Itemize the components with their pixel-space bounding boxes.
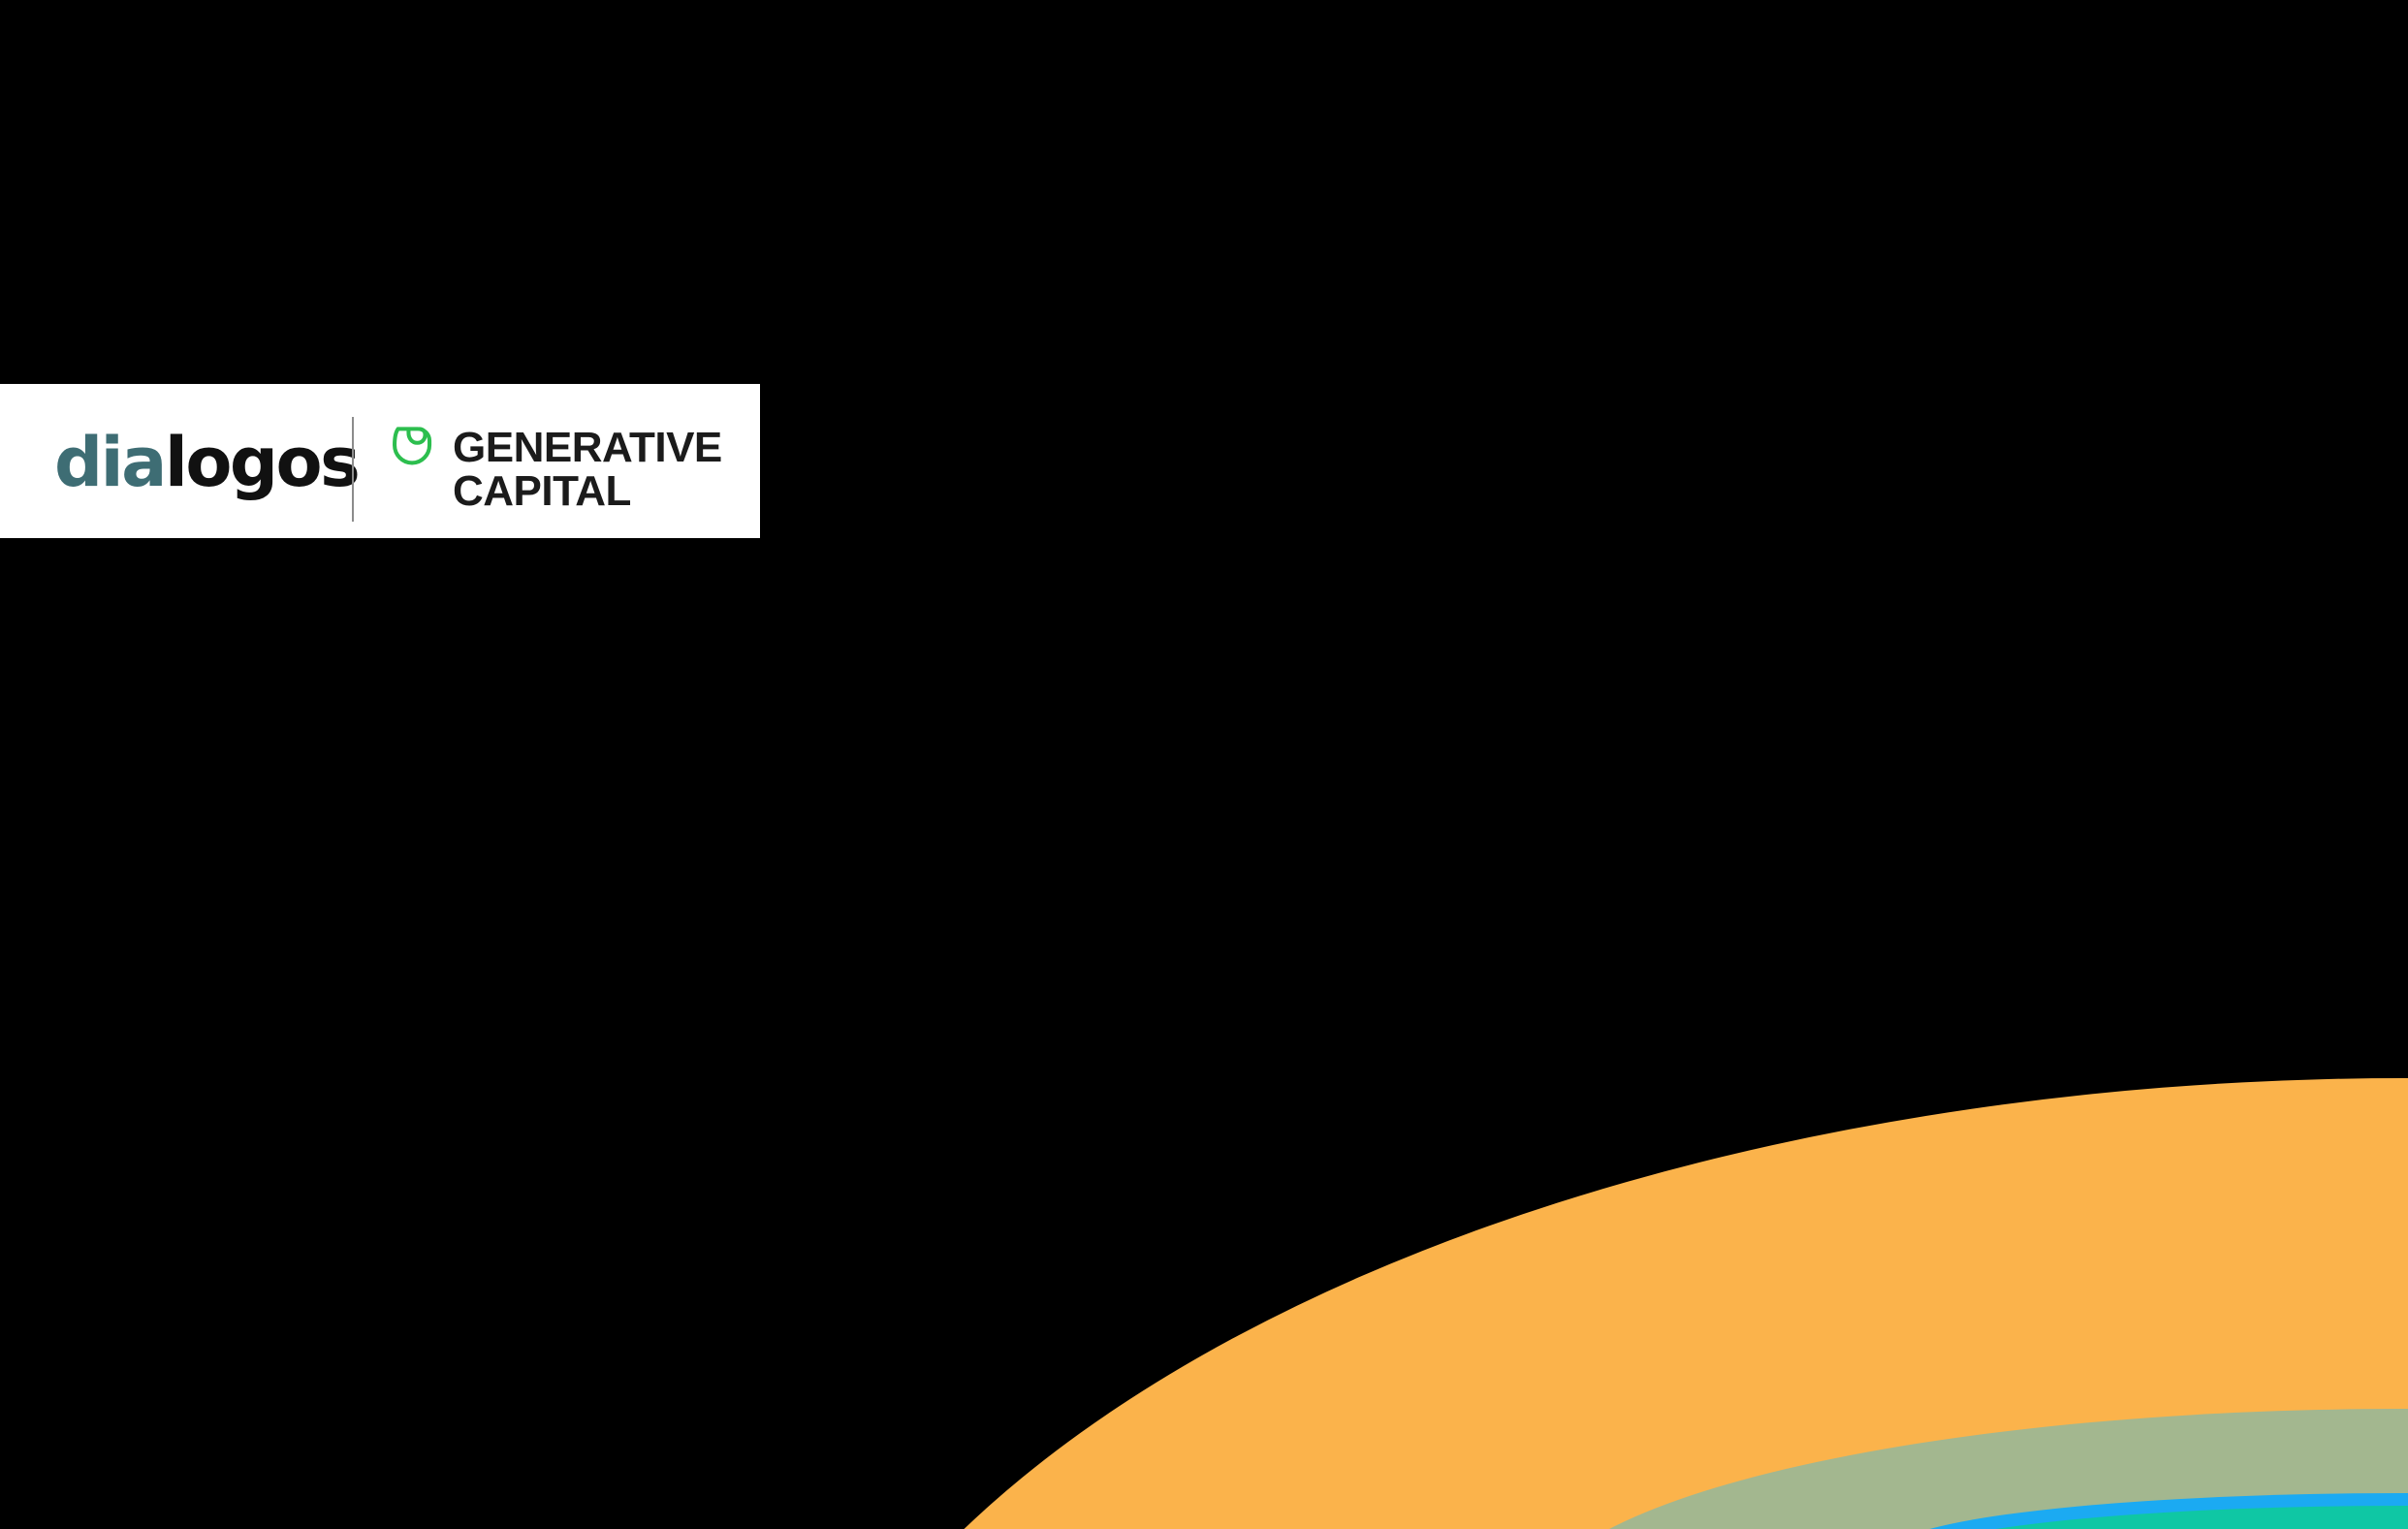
wordmark-prefix: dia [54,423,167,502]
logo-card: dialogos GENERATIVE CAPITAL [0,384,760,538]
generative-capital-line1: GENERATIVE [453,424,722,471]
generative-capital-wordmark: GENERATIVE CAPITAL [453,426,722,513]
dialogos-wordmark: dialogos [54,429,361,496]
generative-capital-line2: CAPITAL [453,467,631,515]
generative-capital-leaf-icon [391,422,434,468]
wordmark-suffix: logos [164,423,361,502]
logo-divider [352,417,354,522]
